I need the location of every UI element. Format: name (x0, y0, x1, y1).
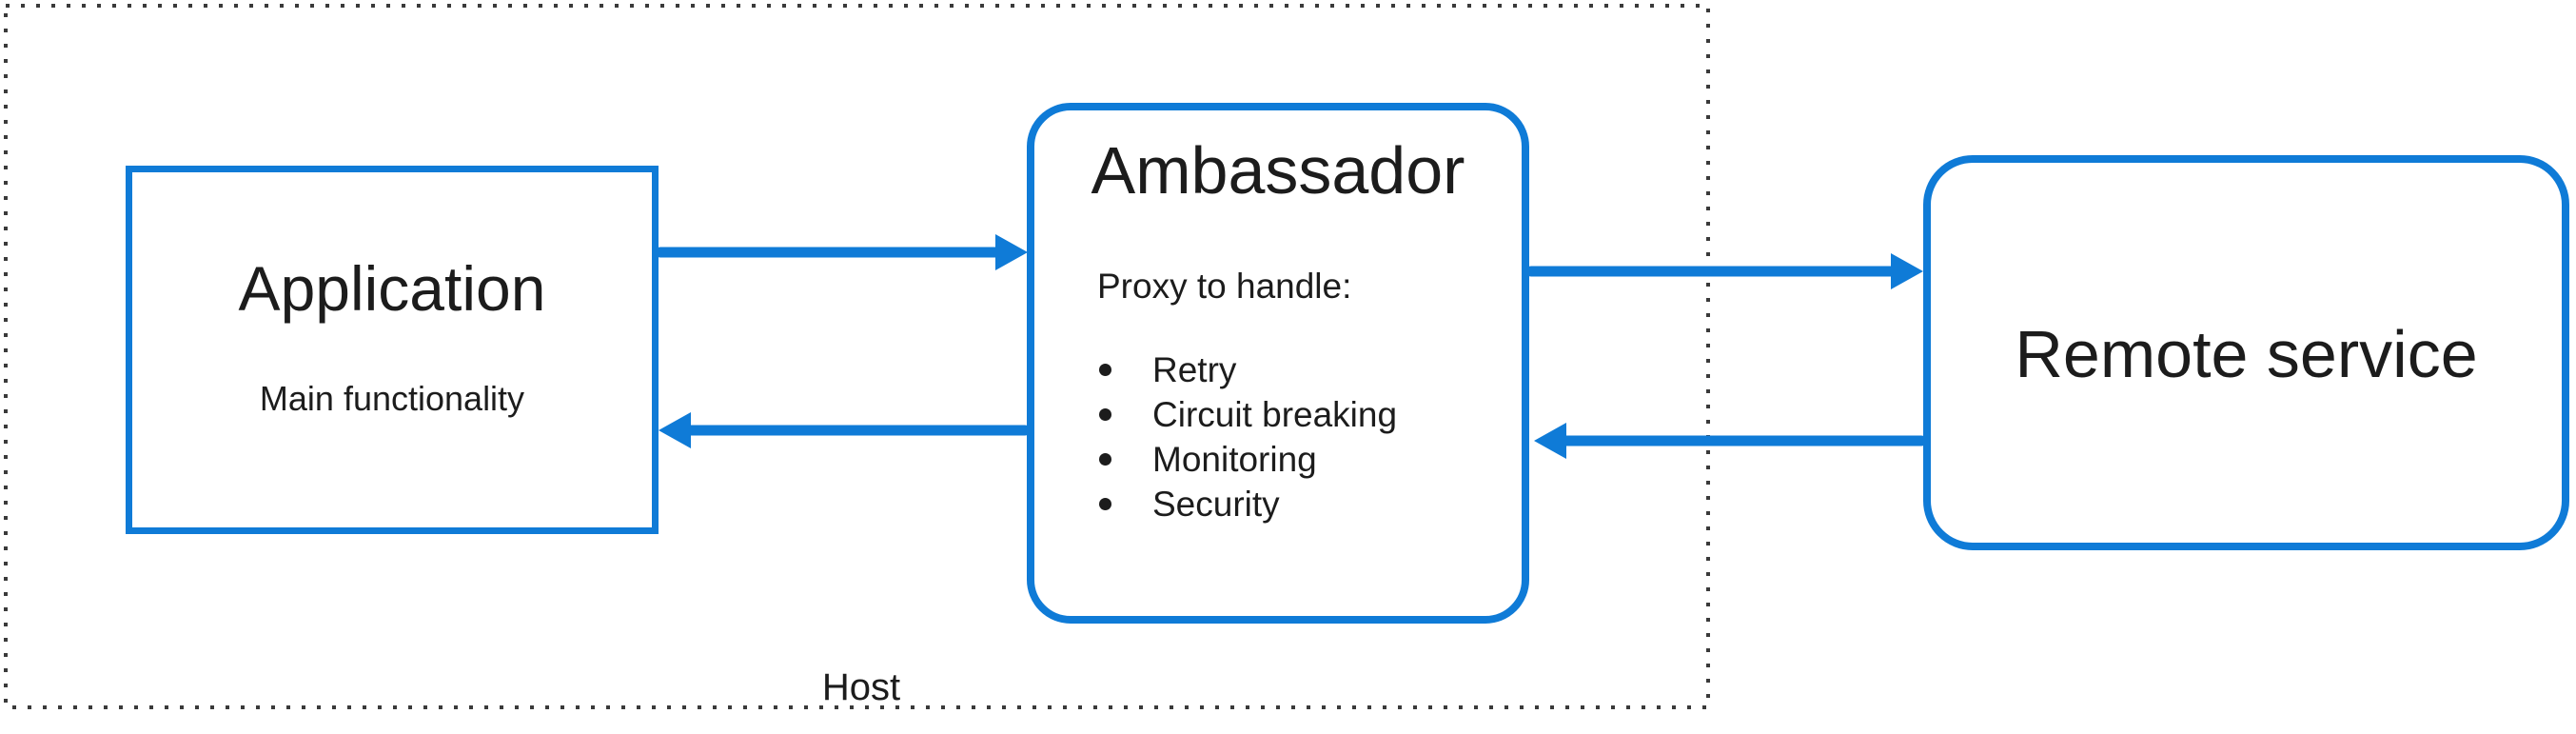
arrow-remote-service-to-ambassador (1534, 423, 1927, 459)
list-item: Monitoring (1097, 437, 1397, 482)
arrowhead-left-icon (659, 412, 691, 448)
list-item-label: Monitoring (1152, 440, 1317, 479)
ambassador-capabilities-list: Retry Circuit breaking Monitoring Securi… (1097, 347, 1397, 526)
bullet-icon (1099, 453, 1111, 466)
list-item-label: Circuit breaking (1152, 395, 1398, 434)
list-item: Retry (1097, 347, 1397, 392)
application-subtitle: Main functionality (259, 379, 525, 418)
list-item-label: Security (1152, 485, 1280, 524)
list-item-label: Retry (1152, 350, 1237, 389)
arrowhead-left-icon (1534, 423, 1566, 459)
bullet-icon (1099, 364, 1111, 376)
arrowhead-right-icon (995, 234, 1028, 270)
ambassador-box: Ambassador Proxy to handle: Retry Circui… (1027, 103, 1529, 624)
arrow-ambassador-to-application (659, 412, 1031, 448)
host-label: Host (821, 666, 901, 708)
ambassador-intro: Proxy to handle: (1097, 267, 1352, 306)
application-title: Application (238, 253, 546, 324)
bullet-icon (1099, 408, 1111, 421)
bullet-icon (1099, 498, 1111, 510)
arrow-ambassador-to-remote-service (1525, 253, 1923, 289)
arrowhead-right-icon (1891, 253, 1923, 289)
list-item: Security (1097, 482, 1397, 526)
remote-service-box: Remote service (1923, 155, 2569, 550)
application-box: Application Main functionality (126, 166, 659, 534)
list-item: Circuit breaking (1097, 392, 1397, 437)
ambassador-title: Ambassador (1091, 133, 1465, 208)
remote-service-title: Remote service (2015, 317, 2478, 391)
arrow-application-to-ambassador (655, 234, 1028, 270)
